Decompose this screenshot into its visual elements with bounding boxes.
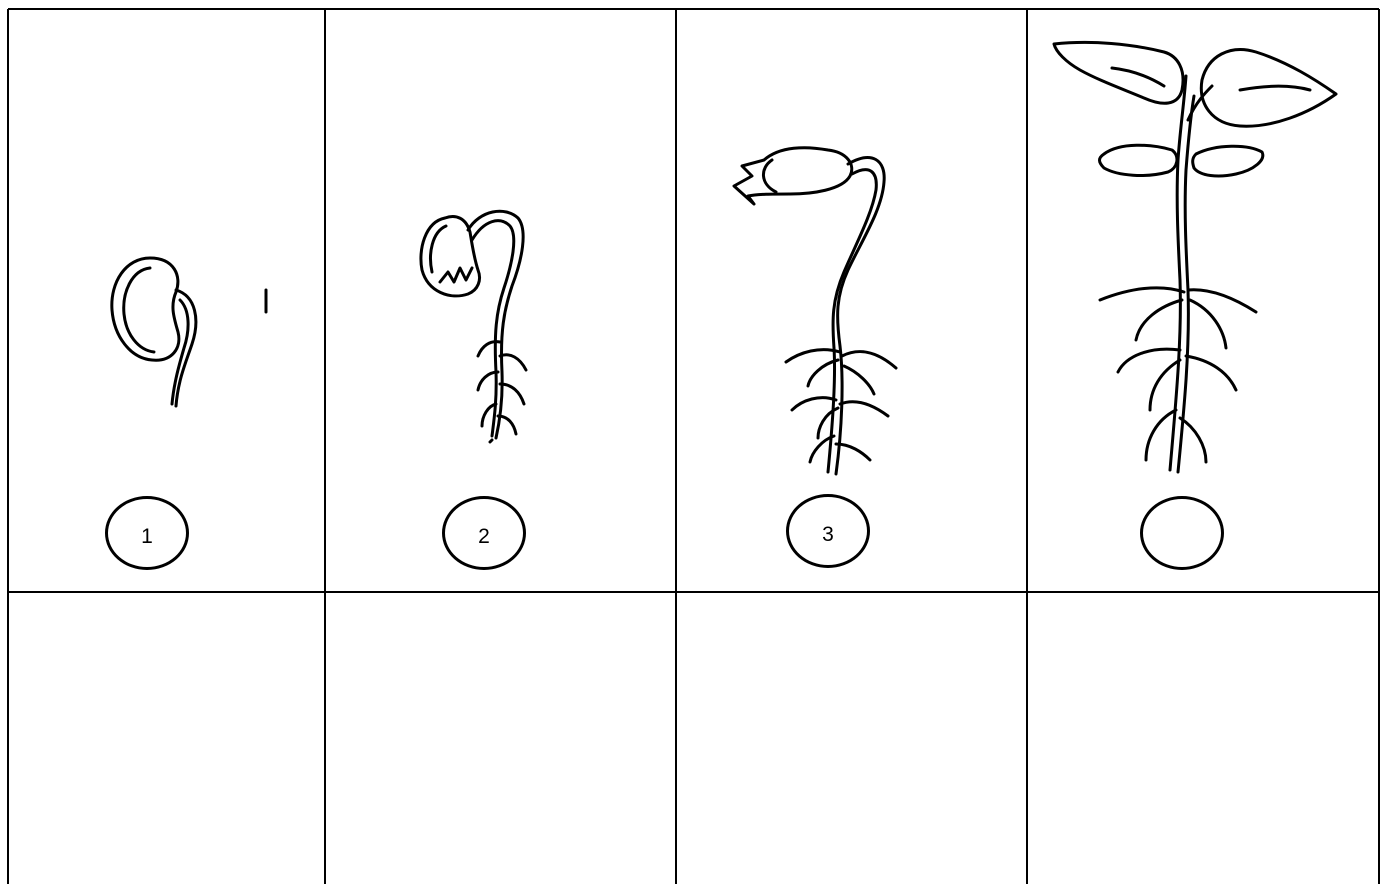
stage-number-badge [1140,496,1224,570]
answer-cell[interactable] [326,593,676,884]
stage-number-label: 1 [141,517,153,549]
stage-number-label: 3 [822,515,834,547]
stage-number-label: 2 [478,517,490,549]
answer-cell[interactable] [9,593,325,884]
stage-number-badge: 2 [442,496,526,570]
answer-cell[interactable] [677,593,1027,884]
stage-number-badge: 1 [105,496,189,570]
answer-cell[interactable] [1028,593,1379,884]
stage-number-badge: 3 [786,494,870,568]
